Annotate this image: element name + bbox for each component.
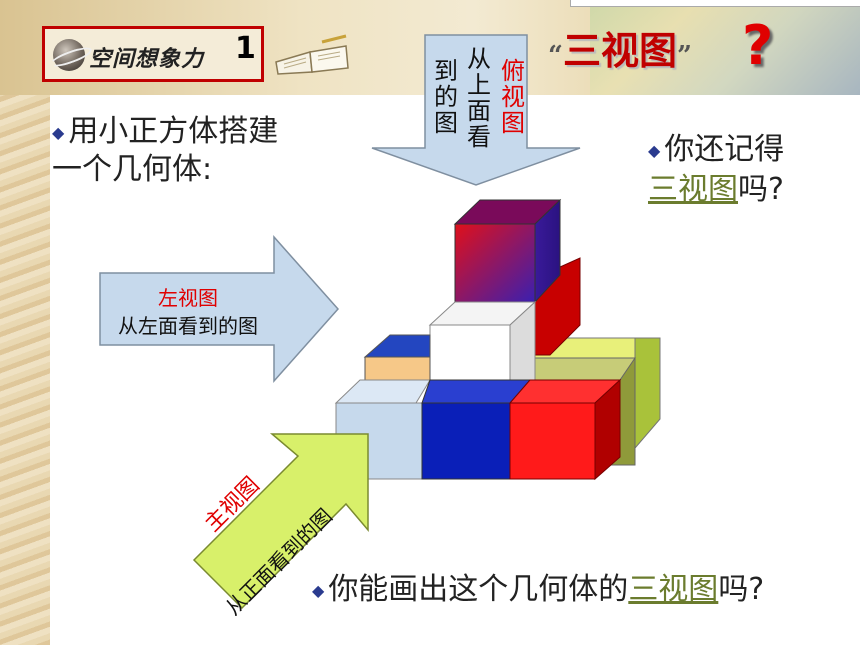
heading-text: 三视图 xyxy=(562,28,677,73)
intro-line1: ◆用小正方体搭建 xyxy=(52,106,278,150)
recall-suffix: 吗? xyxy=(738,172,784,207)
question-suffix: 吗? xyxy=(718,572,765,607)
recall-line1-text: 你还记得 xyxy=(664,132,785,167)
section-title: 空间想象力 xyxy=(89,47,205,72)
intro-line1-text: 用小正方体搭建 xyxy=(68,114,279,149)
heading-close-quote: ” xyxy=(676,41,692,71)
parchment-strip xyxy=(0,0,50,645)
left-view-name: 左视图 xyxy=(158,286,218,310)
banner-box xyxy=(570,0,860,7)
question-line: ◆你能画出这个几何体的三视图吗? xyxy=(312,564,764,608)
globe-logo-icon xyxy=(53,39,85,71)
section-title-box: 空间想象力 1 xyxy=(42,26,264,82)
recall-line2: 三视图吗? xyxy=(648,164,784,208)
intro-line2: 一个几何体: xyxy=(52,152,213,187)
top-view-arrow xyxy=(371,34,581,186)
three-views-heading: “三视图” xyxy=(548,20,692,75)
recall-line1: ◆你还记得 xyxy=(648,124,784,168)
question-prefix: 你能画出这个几何体的 xyxy=(328,572,629,607)
front-view-arrow xyxy=(192,433,369,610)
top-view-name: 俯视图 xyxy=(501,57,525,137)
bullet-icon: ◆ xyxy=(648,141,661,160)
section-number: 1 xyxy=(235,31,256,66)
bullet-icon: ◆ xyxy=(312,581,325,600)
left-view-arrow xyxy=(99,235,340,383)
question-term-link[interactable]: 三视图 xyxy=(628,572,719,607)
top-view-desc-col1: 从上面看 xyxy=(467,45,491,151)
heading-open-quote: “ xyxy=(548,41,563,71)
cube-structure xyxy=(334,198,661,481)
top-view-desc-col2: 到的图 xyxy=(434,57,458,137)
question-mark-icon: ? xyxy=(742,14,774,77)
bullet-icon: ◆ xyxy=(52,123,65,142)
open-book-icon xyxy=(275,34,349,75)
banner-photo xyxy=(590,0,860,95)
recall-term-link[interactable]: 三视图 xyxy=(648,172,738,207)
left-view-desc: 从左面看到的图 xyxy=(118,314,258,338)
